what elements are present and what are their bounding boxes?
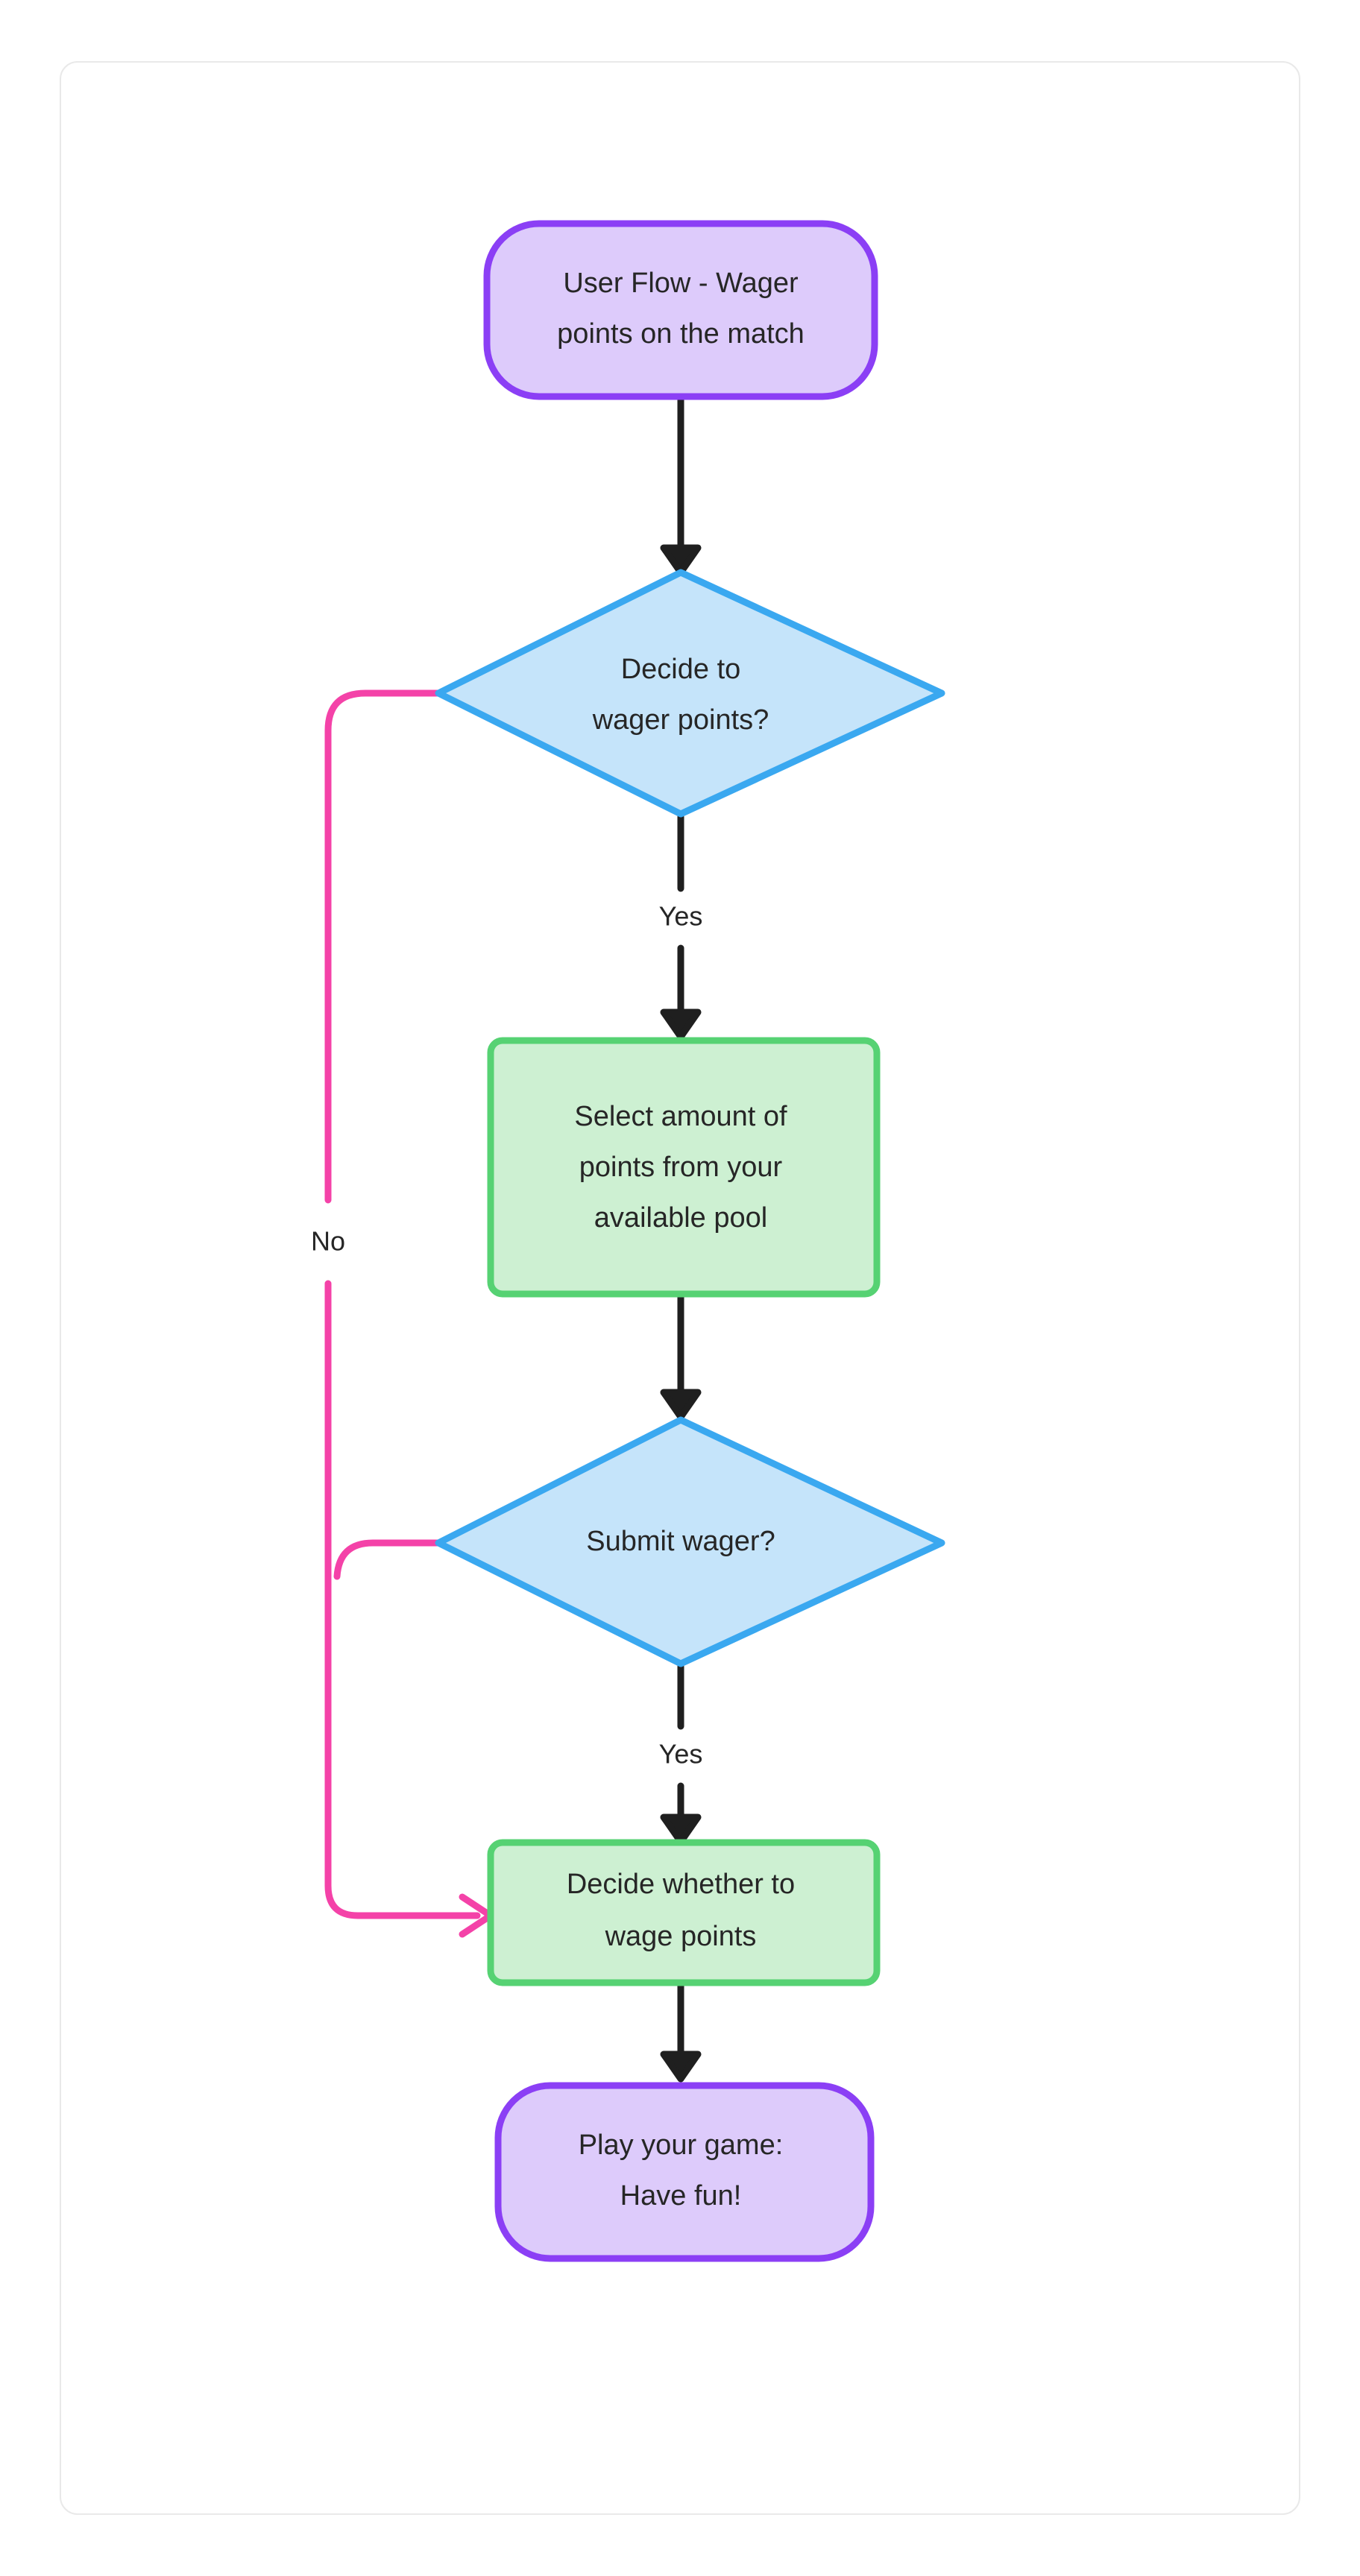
node-decide-wage[interactable]: Decide whether to wage points [487, 1839, 881, 1986]
node-select-amount[interactable]: Select amount of points from your availa… [487, 1037, 881, 1298]
edge-decision-no: No [311, 689, 494, 1938]
node-start[interactable]: User Flow - Wager points on the match [483, 220, 878, 400]
edge-label-decision-yes: Yes [659, 901, 703, 932]
node-decide-wage-shape[interactable] [487, 1839, 881, 1986]
node-start-shape[interactable] [483, 220, 878, 400]
node-start-label-line1: User Flow - Wager [563, 268, 799, 299]
edge-wage-to-play [660, 1979, 702, 2083]
node-end-shape[interactable] [494, 2082, 875, 2262]
edge-label-submit-yes: Yes [659, 1739, 703, 1770]
node-decision-wager-label-line1: Decide to [621, 654, 741, 685]
node-end-play-game[interactable]: Play your game: Have fun! [494, 2082, 875, 2262]
node-decide-wage-label-line2: wage points [605, 1921, 757, 1952]
node-end-label-line1: Play your game: [579, 2130, 784, 2161]
node-select-amount-label-line3: available pool [594, 1202, 767, 1234]
node-start-label-line2: points on the match [557, 318, 805, 350]
node-select-amount-shape[interactable] [487, 1037, 881, 1298]
node-decision-wager[interactable]: Decide to wager points? [435, 569, 945, 818]
node-end-label-line2: Have fun! [620, 2180, 742, 2212]
node-select-amount-label-line2: points from your [579, 1152, 783, 1183]
edge-submit-yes-to-wage: Yes [659, 1663, 703, 1846]
node-decision-wager-label-line2: wager points? [592, 704, 769, 736]
node-decision-submit-label: Submit wager? [586, 1526, 775, 1557]
node-decision-submit[interactable]: Submit wager? [435, 1416, 945, 1667]
edge-decision-yes-to-select: Yes [659, 813, 703, 1041]
edge-submit-no [333, 1539, 442, 1580]
node-select-amount-label-line1: Select amount of [574, 1101, 787, 1132]
node-decision-submit-shape[interactable] [435, 1416, 945, 1667]
node-decide-wage-label-line1: Decide whether to [567, 1869, 795, 1900]
edge-label-decision-no: No [311, 1226, 345, 1257]
node-decision-wager-shape[interactable] [435, 569, 945, 818]
edge-start-to-decision [660, 393, 702, 576]
